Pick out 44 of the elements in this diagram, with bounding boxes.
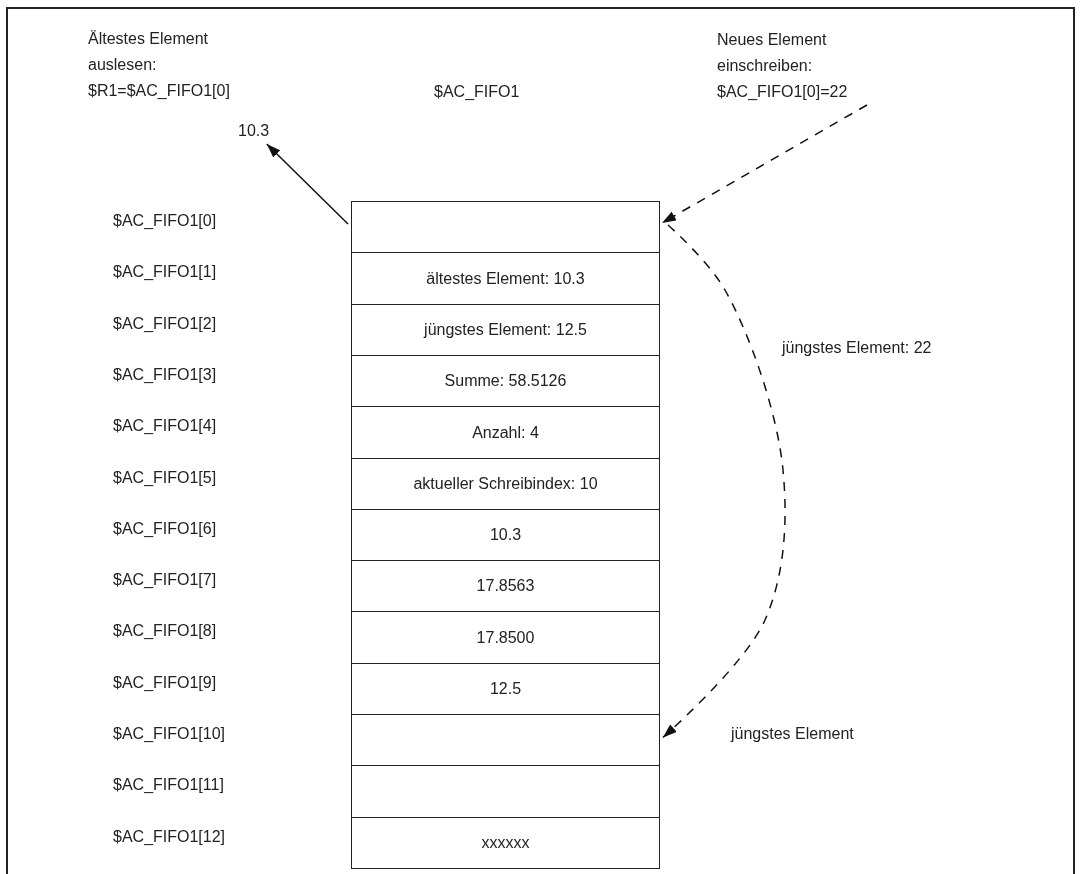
index-label: jüngstes Element (731, 724, 854, 744)
cell-value: Summe: 58.5126 (444, 372, 567, 391)
index-label: $AC_FIFO1[1] (113, 262, 217, 283)
fifo-cell (351, 765, 660, 819)
index-label: $AC_FIFO1[4] (113, 416, 217, 437)
arrow (662, 224, 786, 739)
cell-value: 17.8500 (476, 628, 535, 647)
cell-value: 10.3 (489, 526, 522, 545)
index-label: $AC_FIFO1[8] (113, 621, 217, 642)
fifo-cell (351, 252, 660, 306)
arrow (661, 104, 868, 224)
index-label: $AC_FIFO1[0] (113, 211, 217, 231)
fifo-cell (351, 457, 660, 511)
index-label: $AC_FIFO1[2] (113, 313, 217, 334)
cell-value: jüngstes Element: 12.5 (424, 321, 587, 339)
fifo-cell (351, 354, 660, 408)
cell-value: xxxxxx (481, 834, 530, 852)
fifo-cell (351, 201, 660, 254)
cell-value: 17.8563 (476, 577, 535, 596)
cell-value: ältestes Element: 10.3 (426, 269, 585, 288)
index-label: $AC_FIFO1[3] (113, 364, 217, 385)
index-label: $AC_FIFO1[7] (113, 570, 217, 591)
annotation-text: $AC_FIFO1 (434, 82, 520, 102)
fifo-cell (351, 816, 660, 870)
index-label: $AC_FIFO1[6] (113, 518, 217, 539)
fifo-cell (351, 662, 660, 716)
cell-value: aktueller Schreibindex: 10 (413, 474, 598, 493)
index-label: $AC_FIFO1[11] (113, 775, 224, 796)
cell-value: 12.5 (489, 680, 522, 699)
index-label: $AC_FIFO1[10] (113, 724, 226, 744)
index-label: $AC_FIFO1[12] (113, 826, 226, 847)
fifo-cell (351, 303, 660, 357)
annotation-text: 10.3 (238, 121, 270, 141)
annotation-text: Ältestes Element auslesen: $R1=$AC_FIFO1[0] (88, 29, 231, 101)
index-label: $AC_FIFO1[5] (113, 467, 217, 488)
arrow (266, 143, 349, 225)
fifo-cell (351, 611, 660, 665)
fifo-cell (351, 406, 660, 459)
fifo-cell (351, 560, 660, 613)
fifo-cell (351, 714, 660, 767)
index-label: $AC_FIFO1[9] (113, 672, 217, 693)
annotation-text: Neues Element einschreiben: $AC_FIFO1[0]=22 (717, 30, 849, 102)
cell-value: Anzahl: 4 (472, 423, 539, 442)
fifo-cell (351, 508, 660, 562)
